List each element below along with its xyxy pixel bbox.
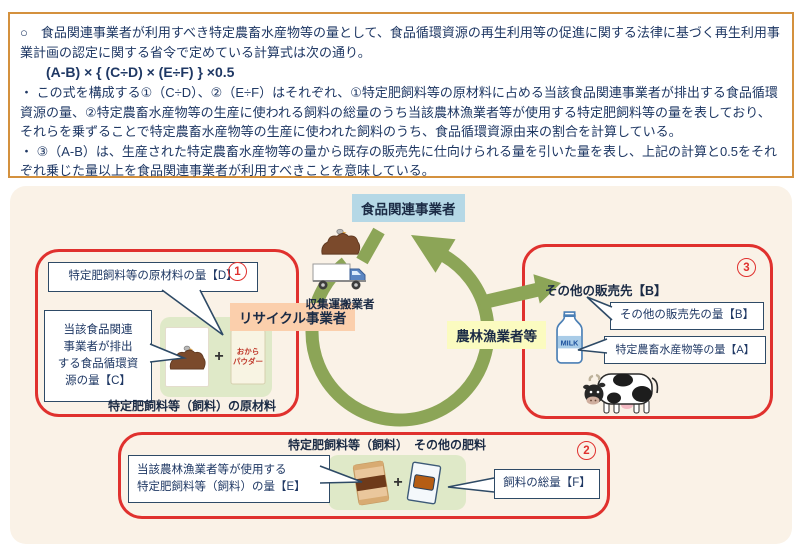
plus-sign: +: [393, 473, 403, 491]
intro-box: ○ 食品関連事業者が利用すべき特定農畜水産物等の量として、食品循環資源の再生利用…: [8, 12, 794, 178]
box-1-recycler-raw-materials: [35, 249, 299, 417]
badge-3: 3: [737, 258, 756, 277]
waste-pile-card: [165, 327, 210, 387]
formula-line: (A-B) × { (C÷D) × (E÷F) } ×0.5: [46, 64, 235, 80]
cow-icon: [583, 373, 659, 414]
other-sales-label: その他の販売先【B】: [545, 284, 667, 298]
intro-paragraph: ○ 食品関連事業者が利用すべき特定農畜水産物等の量として、食品循環資源の再生利用…: [20, 25, 780, 60]
badge-2: 2: [577, 441, 596, 460]
tag-farmer: 農林漁業者等: [447, 321, 546, 349]
feed-icons: +: [328, 455, 466, 510]
okara-powder-package-icon: おから パウダー: [230, 329, 266, 385]
milk-text: MILK: [561, 338, 579, 347]
callout-quantity-a: 特定農畜水産物等の量【A】: [604, 336, 766, 364]
box2-other-fertilizer-label: その他の肥料: [414, 438, 487, 452]
cycle-arrowhead-icon: [411, 235, 456, 273]
food-waste-pile-icon: [321, 228, 361, 255]
callout-quantity-c: 当該食品関連 事業者が排出 する食品循環資 源の量【C】: [44, 310, 152, 402]
tag-recycler: リサイクル事業者: [230, 303, 356, 331]
intro-bullet-1: ・ この式を構成する①（C÷D）、②（E÷F）はそれぞれ、①特定肥飼料等の原材料…: [20, 85, 778, 139]
milk-bottle-icon: MILK: [556, 311, 583, 364]
recycling-loop-diagram: 食品関連事業者 リサイクル事業者 農林漁業者等 収集運搬業者 1 特定肥飼料等の…: [10, 186, 792, 544]
food-waste-pile-icon: [170, 345, 206, 370]
cycle-dash: [356, 227, 385, 265]
collector-label: 収集運搬業者: [305, 299, 375, 311]
box2-feed-label: 特定肥飼料等（飼料）: [288, 438, 409, 452]
collector-group: 収集運搬業者: [292, 226, 388, 312]
tag-food-business: 食品関連事業者: [352, 194, 465, 222]
other-fertilizer-bag-icon: [406, 461, 441, 504]
callout-quantity-d: 特定肥飼料等の原材料の量【D】: [48, 262, 258, 292]
callout-quantity-f: 飼料の総量【F】: [494, 469, 600, 499]
box1-caption: 特定肥飼料等（飼料）の原材料: [108, 399, 277, 413]
package-text-2: パウダー: [233, 356, 263, 366]
box-2-farmer-feed: [118, 432, 610, 519]
truck-icon: [312, 263, 366, 290]
package-text-1: おから: [236, 347, 259, 356]
callout-quantity-b: その他の販売先の量【B】: [610, 302, 764, 330]
badge-1: 1: [228, 262, 247, 281]
intro-bullet-2: ・ ③（A-B）は、生産された特定農畜水産物等の量から既存の販売先に仕向けられる…: [20, 143, 778, 179]
feed-bag-icon: [353, 460, 390, 505]
branch-arrow-icon: [478, 274, 561, 310]
callout-quantity-e: 当該農林漁業者等が使用する 特定肥飼料等（飼料）の量【E】: [128, 455, 330, 503]
plus-sign: +: [214, 348, 224, 365]
